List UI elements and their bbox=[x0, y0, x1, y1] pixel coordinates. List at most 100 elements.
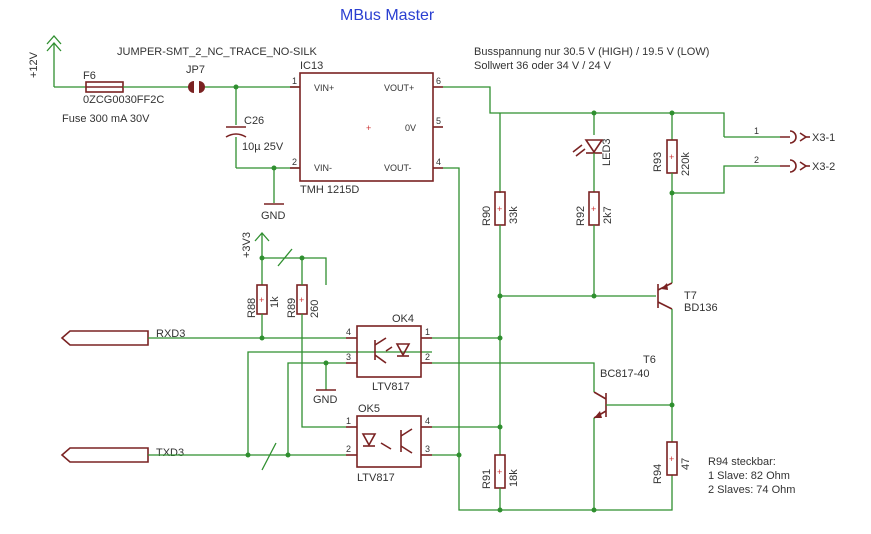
rxd-label: RXD3 bbox=[156, 328, 185, 340]
r94-note-line1: R94 steckbar: bbox=[708, 456, 776, 468]
transistor-t6: T6 BC817-40 bbox=[593, 354, 656, 419]
r92-ref: R92 bbox=[575, 206, 587, 226]
wire-3v3-rail bbox=[262, 257, 327, 285]
t6-ref: T6 bbox=[643, 354, 656, 366]
pin-num-1: 1 bbox=[292, 76, 297, 86]
fuse-ref: F6 bbox=[83, 70, 96, 82]
resistor-r92: + R92 2k7 bbox=[575, 191, 614, 226]
junction bbox=[233, 84, 239, 90]
r88-value: 1k bbox=[269, 296, 281, 308]
r88-ref: R88 bbox=[246, 298, 258, 318]
wire-x2 bbox=[671, 165, 780, 194]
pin-num-2: 2 bbox=[292, 157, 297, 167]
wire-vout-plus bbox=[443, 86, 725, 137]
r90-value: 33k bbox=[508, 206, 520, 224]
led3: LED3 bbox=[572, 138, 613, 166]
t7-part: BD136 bbox=[684, 302, 718, 314]
pin-vout-plus: VOUT+ bbox=[384, 83, 414, 93]
r92-value: 2k7 bbox=[602, 206, 614, 224]
svg-text:+: + bbox=[591, 204, 596, 214]
r91-value: 18k bbox=[508, 469, 520, 487]
optocoupler-ok4: OK4 LTV817 4 3 1 2 bbox=[346, 313, 432, 393]
led-ref: LED3 bbox=[601, 138, 613, 166]
pin-num-6: 6 bbox=[436, 76, 441, 86]
supply-12v-symbol: +12V bbox=[28, 35, 62, 87]
resistor-r88: + R88 1k bbox=[246, 284, 281, 318]
ok5-pin2: 2 bbox=[346, 444, 351, 454]
fuse-note: Fuse 300 mA 30V bbox=[62, 113, 150, 125]
r94-value: 47 bbox=[680, 458, 692, 470]
ok4-pin2: 2 bbox=[425, 352, 430, 362]
svg-text:+: + bbox=[669, 454, 674, 464]
junction bbox=[299, 255, 305, 261]
r94-note-line3: 2 Slaves: 74 Ohm bbox=[708, 484, 795, 496]
wire-t6-collector bbox=[432, 362, 595, 392]
gnd-symbol-2: GND bbox=[313, 389, 338, 406]
rail-3v3-label: +3V3 bbox=[241, 232, 253, 258]
ok5-pin3: 3 bbox=[425, 444, 430, 454]
ok4-pin4: 4 bbox=[346, 327, 351, 337]
r89-ref: R89 bbox=[286, 298, 298, 318]
port-rxd3[interactable]: RXD3 bbox=[60, 328, 185, 346]
jumper-text: JUMPER-SMT_2_NC_TRACE_NO-SILK bbox=[117, 46, 318, 58]
gnd1-label: GND bbox=[261, 210, 286, 222]
optocoupler-ok5: OK5 LTV817 1 2 4 3 bbox=[346, 403, 432, 484]
supply-12v-label: +12V bbox=[28, 51, 40, 78]
r91-ref: R91 bbox=[481, 469, 493, 489]
connector-pin1: 1 bbox=[754, 126, 759, 136]
junction bbox=[497, 335, 503, 341]
txd-label: TXD3 bbox=[156, 447, 184, 459]
ok4-ref: OK4 bbox=[392, 313, 414, 325]
ok5-part: LTV817 bbox=[357, 472, 395, 484]
wire-r89-ok5 bbox=[301, 314, 346, 428]
ok5-pin4: 4 bbox=[425, 416, 430, 426]
resistor-r91: + R91 18k bbox=[481, 454, 520, 489]
r94-ref: R94 bbox=[652, 464, 664, 484]
schematic-title: MBus Master bbox=[340, 7, 435, 24]
pin-vin-plus: VIN+ bbox=[314, 83, 334, 93]
pin-num-4: 4 bbox=[436, 157, 441, 167]
connector-x2-label[interactable]: X3-2 bbox=[812, 161, 835, 173]
junction bbox=[323, 360, 329, 366]
dcdc-ic13: + IC13 TMH 1215D VIN+ VIN- VOUT+ 0V VOUT… bbox=[290, 60, 443, 196]
fuse-part: 0ZCG0030FF2C bbox=[83, 94, 164, 106]
jumper-ref: JP7 bbox=[186, 64, 205, 76]
r93-value: 220k bbox=[680, 152, 692, 176]
ok4-pin1: 1 bbox=[425, 327, 430, 337]
svg-text:+: + bbox=[366, 123, 371, 133]
pin-vout-zero: 0V bbox=[405, 123, 416, 133]
r93-ref: R93 bbox=[652, 152, 664, 172]
t7-ref: T7 bbox=[684, 290, 697, 302]
gnd-symbol-1: GND bbox=[261, 203, 286, 222]
r89-value: 260 bbox=[309, 300, 321, 318]
svg-text:+: + bbox=[497, 204, 502, 214]
wire-txd-loop bbox=[247, 351, 432, 455]
bus-note-line1: Busspannung nur 30.5 V (HIGH) / 19.5 V (… bbox=[474, 46, 709, 58]
connector-x1-label[interactable]: X3-1 bbox=[812, 132, 835, 144]
connector-x3: 1 2 X3-1 X3-2 bbox=[754, 126, 835, 173]
junction bbox=[591, 293, 597, 299]
pin-vin-minus: VIN- bbox=[314, 163, 332, 173]
r90-ref: R90 bbox=[481, 206, 493, 226]
capacitor-c26: C26 10µ 25V bbox=[225, 115, 284, 153]
ok5-ref: OK5 bbox=[358, 403, 380, 415]
capacitor-ref: C26 bbox=[244, 115, 264, 127]
dcdc-ref: IC13 bbox=[300, 60, 323, 72]
r94-note-line2: 1 Slave: 82 Ohm bbox=[708, 470, 790, 482]
svg-text:+: + bbox=[299, 295, 304, 305]
trace-cut-2 bbox=[261, 442, 277, 471]
ok4-part: LTV817 bbox=[372, 381, 410, 393]
fuse-f6: F6 0ZCG0030FF2C Fuse 300 mA 30V bbox=[62, 70, 164, 125]
resistor-r89: + R89 260 bbox=[286, 284, 321, 318]
trace-cut-1 bbox=[277, 248, 293, 267]
dcdc-part: TMH 1215D bbox=[300, 184, 359, 196]
bus-note-line2: Sollwert 36 oder 34 V / 24 V bbox=[474, 60, 612, 72]
ok5-pin1: 1 bbox=[346, 416, 351, 426]
gnd2-label: GND bbox=[313, 394, 338, 406]
pin-num-5: 5 bbox=[436, 116, 441, 126]
connector-pin2: 2 bbox=[754, 155, 759, 165]
wire-vout-minus bbox=[443, 167, 673, 511]
rail-3v3-symbol: +3V3 bbox=[241, 232, 270, 258]
resistor-r90: + R90 33k bbox=[481, 191, 520, 226]
